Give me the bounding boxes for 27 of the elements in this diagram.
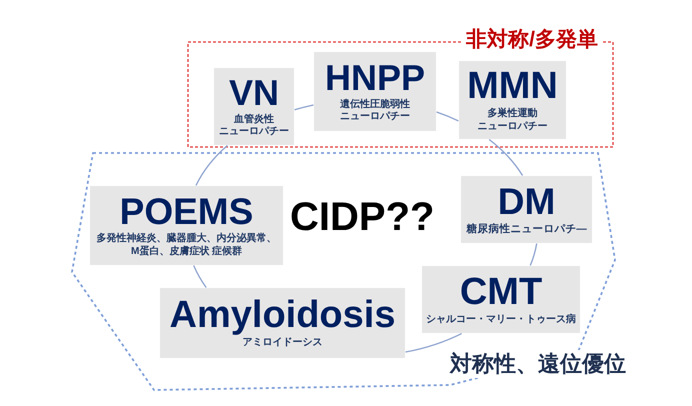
category-box	[214, 68, 294, 145]
node-subtitle: 多巣性運動ニューロパチー	[478, 108, 548, 133]
node-title: MMN	[467, 67, 558, 105]
connector-arc	[193, 265, 207, 288]
category-box	[422, 266, 580, 333]
node-title: HNPP	[324, 60, 426, 96]
node-title: VN	[228, 74, 279, 110]
node-title: POEMS	[120, 193, 254, 230]
center-label: CIDP??	[290, 197, 434, 237]
node-subtitle: 糖尿病性ニューロパチ—	[466, 222, 587, 236]
node-subtitle: 多発性神経炎、臓器腫大、内分泌異常、M蛋白、皮膚症状 症候群	[96, 233, 276, 258]
category-box	[459, 61, 566, 139]
connector-arc	[294, 104, 314, 110]
node-subtitle: 遺伝性圧脆弱性ニューロパチー	[340, 98, 410, 124]
node-subtitle: シャルコー・マリー・トゥース病	[426, 314, 576, 326]
connector-arc	[405, 332, 462, 353]
node-subtitle: 血管炎性ニューロパチー	[219, 114, 289, 138]
category-box	[160, 288, 405, 358]
node-title: CMT	[460, 272, 542, 311]
connector-arc	[530, 243, 538, 266]
category-box	[90, 186, 283, 265]
node-subtitle: アミロイドーシス	[242, 337, 322, 350]
node-title: DM	[498, 182, 556, 220]
node-title: Amyloidosis	[170, 296, 396, 334]
category-box	[461, 176, 592, 243]
connector-arc	[436, 111, 459, 122]
category-box	[314, 52, 436, 131]
